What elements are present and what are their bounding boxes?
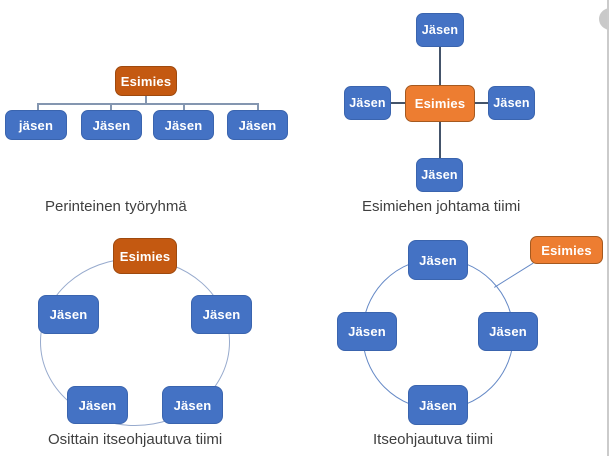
connector-line [145, 96, 147, 104]
member-shape: Jäsen [162, 386, 223, 424]
connector-line [183, 103, 185, 111]
member-shape: Jäsen [67, 386, 128, 424]
connector-line [494, 262, 534, 288]
member-shape: Jäsen [153, 110, 214, 140]
connector-line [475, 102, 489, 104]
diagram-caption: Perinteinen työryhmä [45, 198, 187, 215]
member-shape: Jäsen [488, 86, 535, 120]
page-edge-divider [607, 0, 609, 456]
diagram-caption: Esimiehen johtama tiimi [362, 198, 521, 215]
member-shape: Jäsen [408, 240, 468, 280]
connector-line [110, 103, 112, 111]
cropped-circle-artifact [599, 8, 609, 30]
diagram-caption: Osittain itseohjautuva tiimi [48, 431, 223, 448]
connector-line [37, 103, 258, 105]
manager-shape: Esimies [405, 85, 475, 122]
connector-line [439, 122, 441, 158]
member-shape: Jäsen [38, 295, 99, 334]
member-shape: Jäsen [81, 110, 142, 140]
manager-shape: Esimies [113, 238, 177, 274]
member-shape: jäsen [5, 110, 67, 140]
member-shape: Jäsen [191, 295, 252, 334]
member-shape: Jäsen [344, 86, 391, 120]
member-shape: Jäsen [337, 312, 397, 351]
connector-line [439, 47, 441, 86]
manager-shape: Esimies [115, 66, 177, 96]
diagram-caption: Itseohjautuva tiimi [373, 431, 494, 448]
member-shape: Jäsen [416, 13, 464, 47]
connector-line [37, 103, 39, 111]
member-shape: Jäsen [408, 385, 468, 425]
connector-line [390, 102, 405, 104]
manager-shape: Esimies [530, 236, 603, 264]
member-shape: Jäsen [416, 158, 463, 192]
connector-line [257, 103, 259, 111]
member-shape: Jäsen [478, 312, 538, 351]
member-shape: Jäsen [227, 110, 288, 140]
